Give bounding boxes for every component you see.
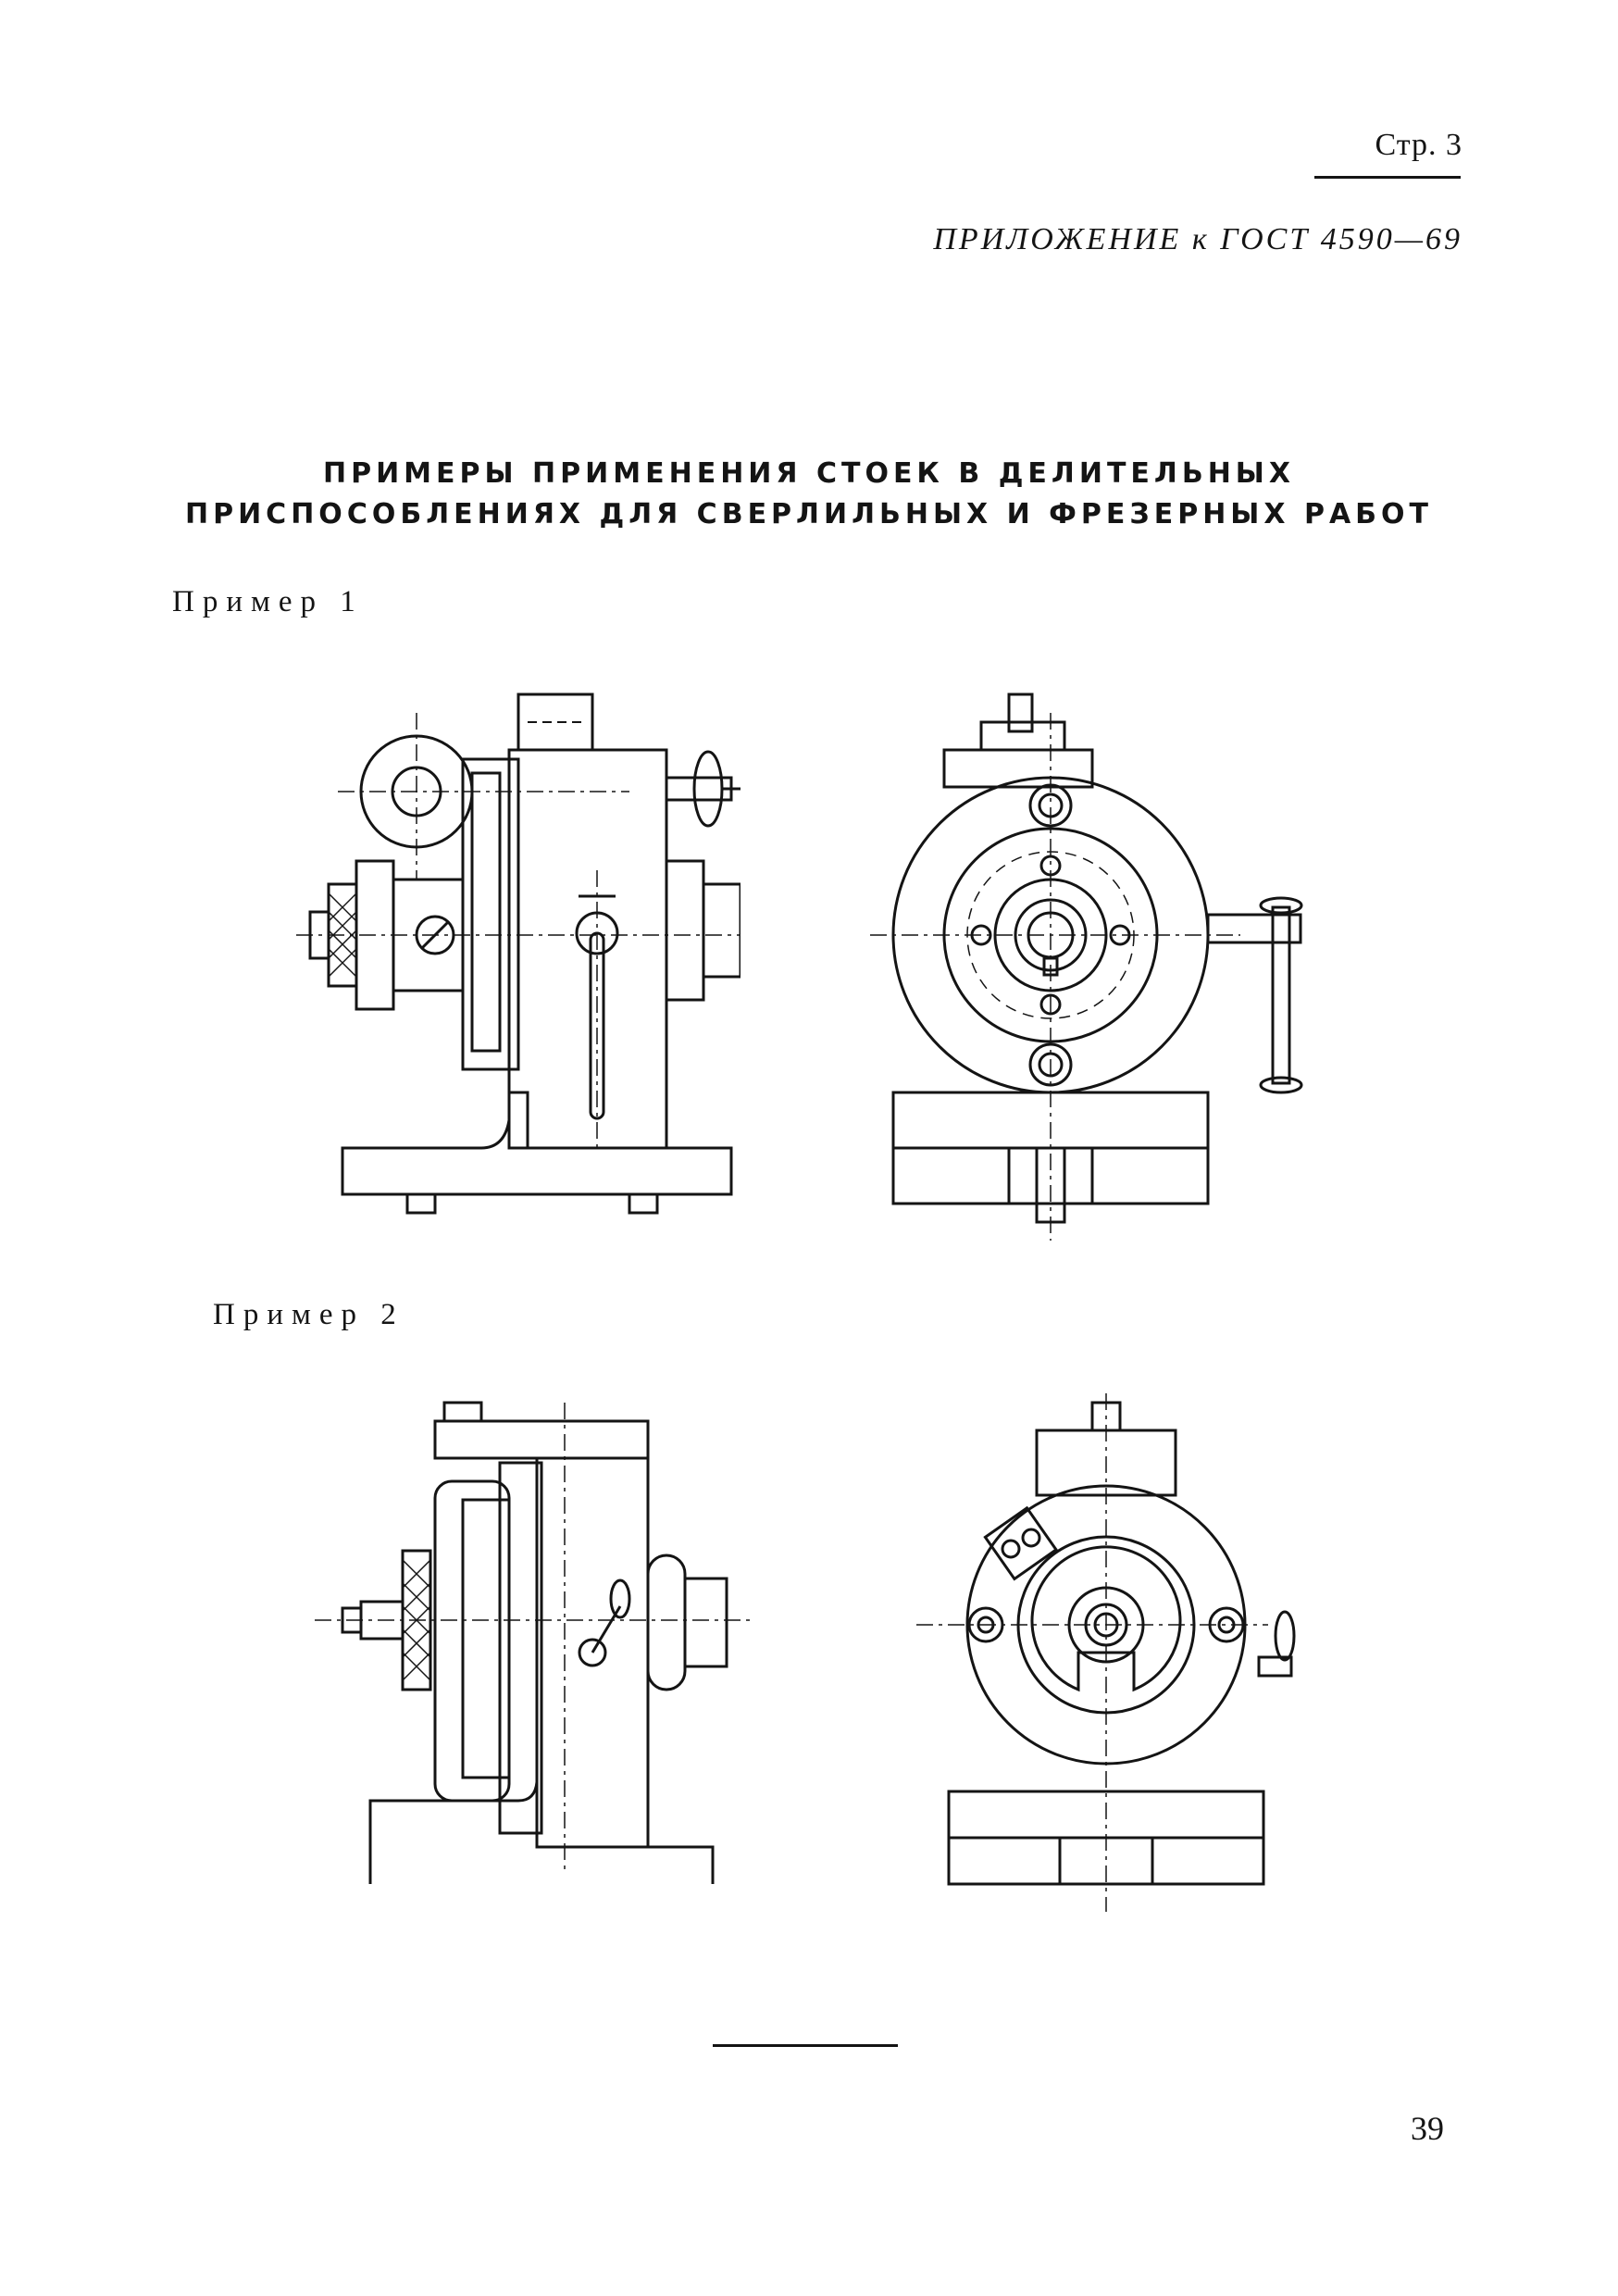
title-line-1: ПРИМЕРЫ ПРИМЕНЕНИЯ СТОЕК В ДЕЛИТЕЛЬНЫХ [322,457,1296,490]
example-1-label: Пример 1 [172,585,364,618]
example-1-side-view-drawing [296,685,741,1222]
page-title: ПРИМЕРЫ ПРИМЕНЕНИЯ СТОЕК В ДЕЛИТЕЛЬНЫХ П… [161,454,1457,535]
page-label-underline [1314,176,1461,179]
page-label: Стр. 3 [1375,128,1462,162]
example-2-side-view-drawing [315,1393,759,1884]
bottom-divider [713,2044,898,2047]
example-2-front-view-drawing [916,1393,1342,1912]
example-2-label: Пример 2 [213,1298,404,1331]
page-number: 39 [1411,2110,1444,2147]
title-line-2: ПРИСПОСОБЛЕНИЯХ ДЛЯ СВЕРЛИЛЬНЫХ И ФРЕЗЕР… [184,498,1433,530]
appendix-reference: ПРИЛОЖЕНИЕ к ГОСТ 4590—69 [933,222,1462,256]
example-1-front-view-drawing [870,685,1351,1241]
